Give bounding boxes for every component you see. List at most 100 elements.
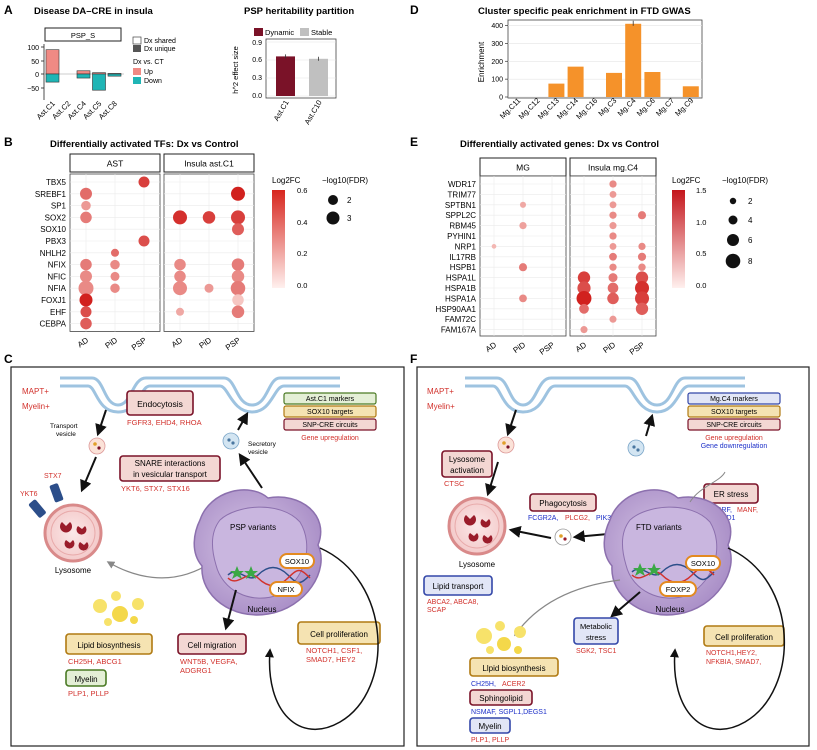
dot (519, 221, 527, 230)
dot (609, 180, 617, 188)
panel-c-mapt: MAPT+ (22, 387, 49, 396)
enzyme-icon (468, 533, 479, 542)
panel-letter-b: B (4, 135, 13, 149)
lyso-act-label-2: activation (450, 466, 484, 475)
dot (231, 210, 245, 225)
ykt6-label: YKT6 (20, 491, 38, 498)
dot (231, 270, 245, 283)
dna-strand-icon (631, 563, 715, 581)
lipid-biosynthesis-box-f (469, 657, 559, 677)
dot (577, 271, 591, 284)
bar-stable (309, 58, 328, 96)
panel-d-plot-frame (507, 19, 703, 99)
metabolic-label-1: Metabolic (580, 622, 612, 631)
lysosome-icon (447, 496, 507, 556)
x-tick-label: PSP (224, 336, 242, 353)
cell-migration-box (177, 633, 247, 655)
arrow (508, 525, 552, 539)
gene-label: HSP90AA1 (436, 305, 477, 314)
x-tick-label: Mg.C9 (673, 96, 695, 118)
metabolic-label-2: stress (586, 633, 606, 642)
dot (609, 211, 617, 219)
gene-label: SREBF1 (35, 190, 67, 199)
dot (638, 242, 646, 251)
dot (577, 281, 591, 295)
legend-sox10-f: SOX10 targets (711, 409, 757, 416)
panel-e-size-title: −log10(FDR) (722, 176, 768, 185)
x-tick-label: PSP (628, 340, 646, 357)
bar-enrichment (548, 83, 565, 97)
x-tick-label: PiD (103, 336, 119, 351)
stx7-label: STX7 (44, 473, 62, 480)
panel-a-facet-strip (44, 27, 122, 42)
enzyme-icon (464, 515, 477, 526)
bar-enrichment (644, 72, 661, 97)
panel-a2-ytick: 0.6 (252, 57, 262, 64)
dot (634, 291, 650, 306)
arrow (610, 591, 641, 618)
cell-proliferation-label-f: Cell proliferation (715, 633, 773, 642)
gene-label: NFIC (47, 272, 66, 281)
gene-label: SPPL2C (445, 211, 476, 220)
panel-d-xticks: Mg.C11Mg.C12Mg.C13Mg.C14Mg.C16Mg.C3Mg.C4… (498, 96, 695, 121)
cargo-dot (97, 446, 101, 450)
gene-label: NFIX (48, 261, 67, 270)
legend-gene-up: Gene upregulation (301, 435, 359, 442)
cargo-dot (636, 448, 640, 452)
panel-e-colorbar (672, 190, 685, 288)
variant-star-icon (647, 563, 661, 576)
enzyme-icon (64, 540, 75, 549)
dot (174, 270, 186, 283)
dot (176, 307, 184, 316)
gene-label: FOXJ1 (41, 296, 66, 305)
snare-genes: YKT6, STX7, STX16 (121, 484, 190, 493)
dot (110, 271, 120, 281)
transport-vesicle-label-2: vesicle (56, 431, 76, 438)
panel-e-size-tick: 8 (748, 257, 753, 266)
dot (202, 211, 216, 224)
arrow (237, 411, 249, 431)
arrow (485, 461, 499, 497)
dot (638, 263, 646, 271)
cargo-dot (231, 441, 235, 445)
dot (579, 303, 589, 314)
lysosome-activation-box (441, 450, 493, 478)
enzyme-icon (482, 535, 493, 544)
panel-e-title: Differentially activated genes: Dx vs Co… (460, 139, 659, 150)
panel-e-cbar-tick: 1.5 (696, 186, 706, 195)
dot (138, 235, 150, 247)
panel-a2-bars (276, 54, 328, 96)
snare-label-2: in vesicular transport (133, 470, 208, 479)
legend-unique-swatch (133, 45, 141, 52)
panel-letter-f: F (410, 352, 417, 366)
dot (173, 281, 187, 296)
arrow (643, 413, 655, 437)
panel-e-size-tick: 6 (748, 236, 753, 245)
phagocytosis-box (529, 493, 597, 512)
panel-e-cbar-tick: 0.5 (696, 249, 706, 258)
facet-label: AST (107, 159, 124, 169)
dot (609, 242, 617, 250)
secretory-vesicle-icon (222, 432, 240, 450)
lipid-biosynthesis-label-f: Llpid biosynthesis (482, 664, 545, 673)
gene-label: SP1 (51, 202, 67, 211)
dot (635, 271, 649, 284)
phago-gene-plcg2: PLCG2, (565, 515, 590, 522)
panel-letter-e: E (410, 135, 418, 149)
panel-a2-ylabel: h^2 effect size (231, 46, 240, 94)
bar-down (92, 73, 106, 91)
bar-enrichment (682, 86, 699, 97)
lipid-transport-box (423, 575, 493, 596)
metabolic-genes: SGK2, TSC1 (576, 648, 616, 655)
gene-label: FAM72C (445, 315, 476, 324)
stx7-protein-icon (49, 483, 64, 503)
dot (232, 294, 244, 306)
lb-gene-ch25h: CH25H, (471, 681, 496, 688)
panel-e-size-legend-dot (727, 234, 739, 246)
gene-label: EHF (50, 308, 66, 317)
er-stress-label: ER stress (714, 490, 749, 499)
dot (80, 317, 92, 330)
cargo-dot (506, 445, 510, 449)
dot (580, 326, 588, 334)
y-tick-label: 400 (491, 23, 503, 30)
